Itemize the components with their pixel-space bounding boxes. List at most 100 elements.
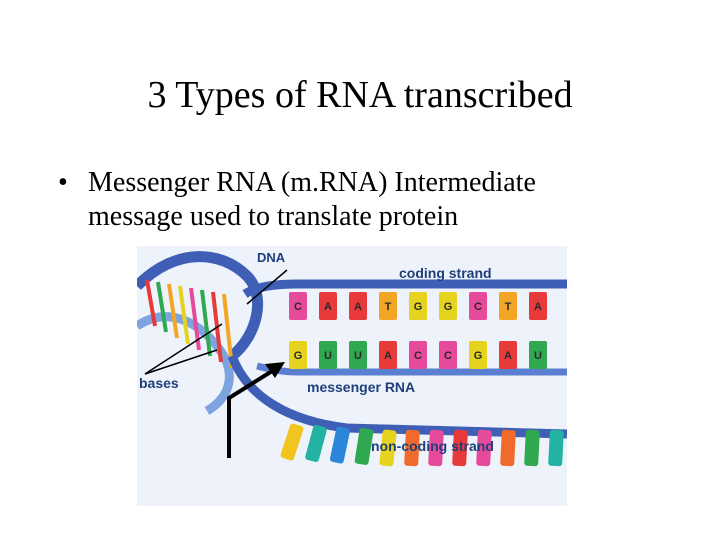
coding-strand-base: T bbox=[379, 292, 397, 320]
coding-strand-base-block bbox=[289, 292, 307, 320]
bullet-line-2: message used to translate protein bbox=[88, 201, 459, 232]
transcription-diagram-svg: C A A T G G C T A G U U A C C G A U DNA coding strand me… bbox=[137, 246, 567, 506]
label-dna: DNA bbox=[257, 250, 286, 265]
transcription-diagram: C A A T G G C T A G U U A C C G A U DNA coding strand me… bbox=[137, 246, 567, 506]
dna-pointer-line bbox=[246, 269, 288, 305]
non-coding-base-block bbox=[280, 423, 304, 461]
coding-strand-base-block bbox=[409, 292, 427, 320]
helix-rung bbox=[145, 279, 157, 327]
non-coding-strand-bases bbox=[280, 423, 564, 467]
coding-strand-base-letter: C bbox=[474, 301, 482, 313]
mrna-base-letter: C bbox=[414, 350, 422, 362]
mrna-base-letter: G bbox=[294, 350, 303, 362]
mrna-base-block bbox=[529, 341, 547, 369]
diagram-background bbox=[137, 246, 567, 506]
bullet-line-1: Messenger RNA (m.RNA) Intermediate bbox=[88, 167, 536, 198]
mrna-base-letter: G bbox=[474, 350, 483, 362]
coding-strand-base-letter: T bbox=[505, 301, 512, 313]
mrna-base: U bbox=[529, 341, 547, 369]
mrna-base-block bbox=[379, 341, 397, 369]
non-coding-base-block bbox=[379, 429, 397, 467]
helix-backbone-upper bbox=[137, 251, 264, 361]
arrow-head bbox=[265, 362, 285, 378]
non-coding-base-block bbox=[428, 429, 444, 467]
arrow-shaft bbox=[227, 366, 279, 458]
coding-strand-base-letter: G bbox=[444, 301, 453, 313]
mrna-base: U bbox=[319, 341, 337, 369]
mrna-base: A bbox=[379, 341, 397, 369]
non-coding-base-block bbox=[452, 429, 468, 467]
mrna-base-block bbox=[439, 341, 457, 369]
helix-rung bbox=[200, 289, 212, 357]
mrna-base-letter: U bbox=[354, 350, 362, 362]
bases-pointer-line-2 bbox=[144, 349, 218, 375]
bases-pointer-line-1 bbox=[144, 323, 223, 375]
coding-strand-base-letter: G bbox=[414, 301, 423, 313]
helix-base-pairs bbox=[145, 279, 234, 369]
coding-strand-base: A bbox=[349, 292, 367, 320]
coding-strand-base-letter: T bbox=[385, 301, 392, 313]
coding-strand-base: A bbox=[529, 292, 547, 320]
bullet-dot: • bbox=[58, 167, 68, 198]
non-coding-base-block bbox=[476, 429, 492, 467]
mrna-base: A bbox=[499, 341, 517, 369]
mrna-base: G bbox=[289, 341, 307, 369]
mrna-base-letter: U bbox=[324, 350, 332, 362]
mrna-base: G bbox=[469, 341, 487, 369]
helix-rung bbox=[156, 281, 168, 333]
coding-strand-base-letter: C bbox=[294, 301, 302, 313]
mrna-base-block bbox=[319, 341, 337, 369]
coding-strand-base-block bbox=[499, 292, 517, 320]
coding-strand-base-block bbox=[469, 292, 487, 320]
coding-strand-base: C bbox=[289, 292, 307, 320]
coding-strand-base: G bbox=[439, 292, 457, 320]
non-coding-base-block bbox=[354, 428, 374, 465]
coding-strand-backbone bbox=[242, 279, 567, 298]
mrna-base: C bbox=[439, 341, 457, 369]
transcription-arrow bbox=[227, 362, 285, 458]
mrna-base-block bbox=[499, 341, 517, 369]
coding-strand-base-letter: A bbox=[354, 301, 362, 313]
label-messenger-rna: messenger RNA bbox=[307, 379, 415, 395]
label-bases: bases bbox=[139, 375, 179, 391]
mrna-base-block bbox=[409, 341, 427, 369]
coding-strand-base: G bbox=[409, 292, 427, 320]
non-coding-base-block bbox=[404, 429, 420, 467]
coding-strand-base: T bbox=[499, 292, 517, 320]
non-coding-base-block bbox=[329, 426, 351, 464]
mrna-base-letter: A bbox=[504, 350, 512, 362]
non-coding-base-block bbox=[500, 429, 516, 467]
non-coding-base-block bbox=[524, 429, 540, 467]
coding-strand-base-block bbox=[319, 292, 337, 320]
mrna-base-letter: A bbox=[384, 350, 392, 362]
non-coding-strand-backbone bbox=[227, 354, 567, 439]
mrna-base: U bbox=[349, 341, 367, 369]
bullet-text: Messenger RNA (m.RNA) Intermediate messa… bbox=[88, 166, 648, 234]
slide-title: 3 Types of RNA transcribed bbox=[147, 74, 573, 116]
non-coding-base-block bbox=[548, 429, 564, 467]
non-coding-base-block bbox=[305, 424, 327, 463]
mrna-base-block bbox=[469, 341, 487, 369]
mrna-base: C bbox=[409, 341, 427, 369]
coding-strand-base-block bbox=[349, 292, 367, 320]
helix-rung bbox=[178, 285, 190, 345]
label-non-coding-strand: non-coding strand bbox=[371, 438, 494, 454]
coding-strand-base: C bbox=[469, 292, 487, 320]
coding-strand-base-letter: A bbox=[534, 301, 542, 313]
label-coding-strand: coding strand bbox=[399, 265, 492, 281]
coding-strand-base-block bbox=[529, 292, 547, 320]
messenger-rna-backbone bbox=[256, 362, 567, 376]
mrna-base-block bbox=[289, 341, 307, 369]
mrna-base-block bbox=[349, 341, 367, 369]
coding-strand-base-block bbox=[439, 292, 457, 320]
helix-rung bbox=[167, 283, 179, 339]
coding-strand-base: A bbox=[319, 292, 337, 320]
mrna-base-letter: U bbox=[534, 350, 542, 362]
coding-strand-base-block bbox=[379, 292, 397, 320]
helix-rung bbox=[222, 293, 234, 369]
dna-double-helix bbox=[137, 251, 264, 415]
coding-strand-base-letter: A bbox=[324, 301, 332, 313]
mrna-base-letter: C bbox=[444, 350, 452, 362]
